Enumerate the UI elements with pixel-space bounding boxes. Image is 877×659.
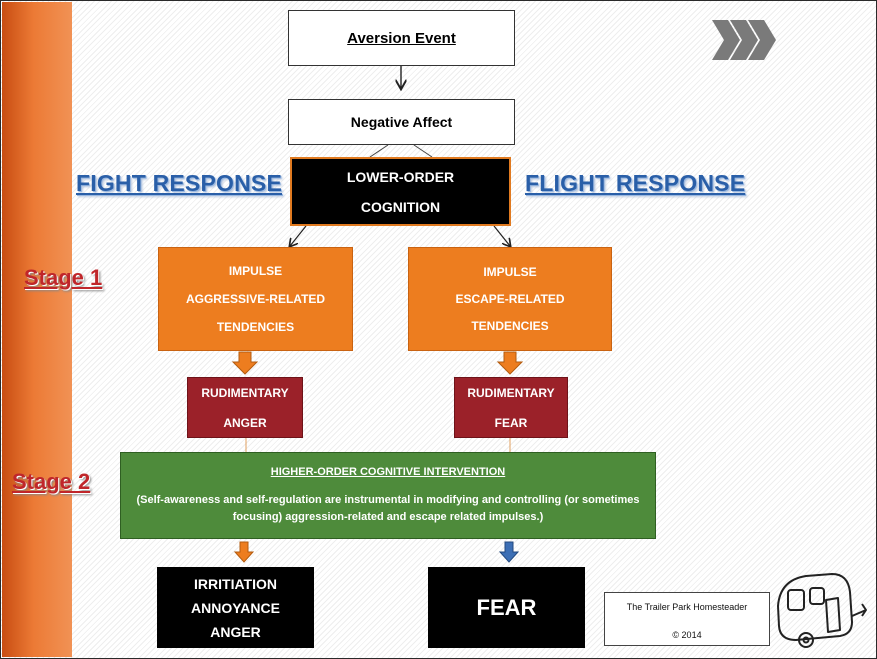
- outcome-anger-line1: IRRITIATION: [194, 575, 277, 592]
- impulse-escape-line3: TENDENCIES: [471, 319, 549, 333]
- chevron-right-icon: [712, 20, 776, 60]
- outcome-anger-line3: ANGER: [210, 623, 261, 640]
- block-arrow-right-2: [498, 541, 520, 563]
- outcome-fear-box: FEAR: [428, 567, 585, 648]
- impulse-aggressive-line1: IMPULSE: [228, 264, 283, 278]
- higher-order-title: HIGHER-ORDER COGNITIVE INTERVENTION: [270, 465, 506, 478]
- higher-order-body: (Self-awareness and self-regulation are …: [136, 493, 640, 523]
- lower-order-cognition-box: LOWER-ORDER COGNITION: [290, 157, 511, 226]
- impulse-escape-line2: ESCAPE-RELATED: [455, 292, 565, 306]
- stage-1-label: Stage 1: [24, 265, 103, 290]
- negative-affect-box: Negative Affect: [288, 99, 515, 145]
- block-arrow-left-1: [231, 351, 259, 375]
- lower-order-line1: LOWER-ORDER: [346, 168, 455, 185]
- credit-year: © 2014: [672, 630, 702, 640]
- outcome-anger-box: IRRITIATION ANNOYANCE ANGER: [157, 567, 314, 648]
- higher-order-intervention-box: HIGHER-ORDER COGNITIVE INTERVENTION (Sel…: [120, 452, 656, 539]
- aversion-event-box: Aversion Event: [288, 10, 515, 66]
- rudimentary-anger-box: RUDIMENTARY ANGER: [187, 377, 303, 438]
- flight-response-title: FLIGHT RESPONSE: [525, 170, 746, 196]
- line-affect-right: [413, 144, 433, 158]
- negative-affect-label: Negative Affect: [350, 114, 453, 130]
- trailer-icon: [777, 573, 867, 648]
- arrow-cognition-left: [290, 225, 307, 246]
- line-affect-left: [369, 144, 389, 158]
- lower-order-line2: COGNITION: [360, 198, 441, 215]
- impulse-escape-box: IMPULSE ESCAPE-RELATED TENDENCIES: [408, 247, 612, 351]
- stage-2-label: Stage 2: [12, 469, 91, 494]
- orange-sidebar: [2, 2, 72, 657]
- block-arrow-left-2: [233, 541, 255, 563]
- arrow-cognition-right: [493, 225, 510, 246]
- rudimentary-fear-box: RUDIMENTARY FEAR: [454, 377, 568, 438]
- outcome-anger-line2: ANNOYANCE: [191, 599, 280, 616]
- credit-name: The Trailer Park Homesteader: [626, 602, 748, 612]
- rudimentary-fear-line2: FEAR: [494, 415, 528, 430]
- rudimentary-fear-line1: RUDIMENTARY: [467, 385, 555, 400]
- credit-box: The Trailer Park Homesteader © 2014: [604, 592, 770, 646]
- block-arrow-right-1: [496, 351, 524, 375]
- impulse-aggressive-line2: AGGRESSIVE-RELATED: [185, 292, 326, 306]
- aversion-event-label: Aversion Event: [347, 29, 456, 47]
- impulse-aggressive-box: IMPULSE AGGRESSIVE-RELATED TENDENCIES: [158, 247, 353, 351]
- rudimentary-anger-line1: RUDIMENTARY: [201, 385, 289, 400]
- rudimentary-anger-line2: ANGER: [223, 415, 267, 430]
- outcome-fear-label: FEAR: [476, 594, 537, 620]
- impulse-aggressive-line3: TENDENCIES: [216, 320, 295, 334]
- fight-response-title: FIGHT RESPONSE: [76, 170, 282, 196]
- impulse-escape-line1: IMPULSE: [483, 265, 537, 279]
